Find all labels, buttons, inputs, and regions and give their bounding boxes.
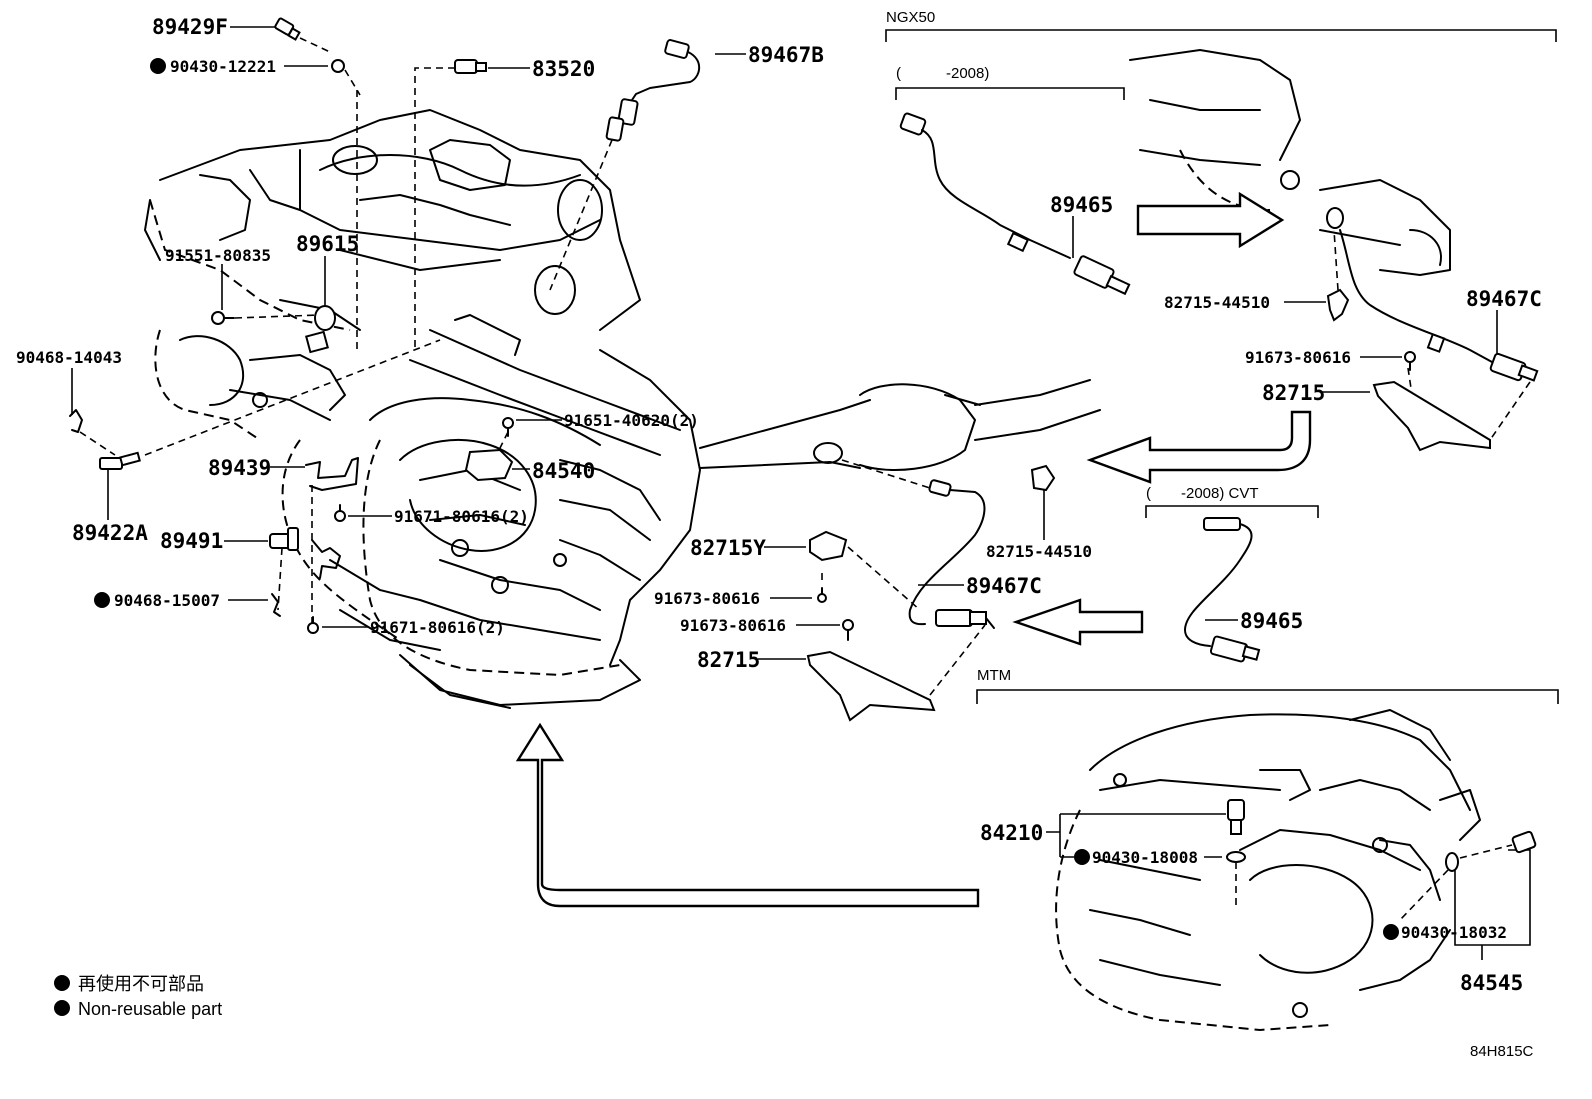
- part-90468-14043[interactable]: [69, 409, 83, 433]
- part-89439[interactable]: [305, 457, 359, 491]
- label-89422A[interactable]: 89422A: [72, 521, 148, 545]
- part-82715Y[interactable]: [809, 530, 848, 562]
- part-82715-44510-a[interactable]: [1030, 464, 1056, 492]
- part-89465-a[interactable]: [899, 112, 1131, 296]
- label-91673-80616-a[interactable]: 91673-80616: [654, 589, 760, 608]
- label-82715-b[interactable]: 82715: [1262, 381, 1325, 405]
- label-89467C-a[interactable]: 89467C: [966, 574, 1042, 598]
- section-range-2008: ( -2008): [895, 65, 1125, 100]
- part-89422A[interactable]: [99, 451, 141, 470]
- label-91673-80616-c[interactable]: 91673-80616: [1245, 348, 1351, 367]
- part-91671-80616-b[interactable]: [307, 616, 319, 634]
- mtm-transmission-illustration: [1055, 709, 1481, 1032]
- section-range-2008-label: ( -2008): [896, 65, 989, 82]
- label-91673-80616-b[interactable]: 91673-80616: [680, 616, 786, 635]
- label-90430-18008[interactable]: 90430-18008: [1092, 848, 1198, 867]
- label-91651-40620[interactable]: 91651-40620(2): [564, 411, 699, 430]
- label-90430-18032[interactable]: 90430-18032: [1401, 923, 1507, 942]
- arrow-mtm-to-engine: [515, 722, 980, 908]
- part-90430-18008[interactable]: [1226, 851, 1246, 863]
- part-83520[interactable]: [454, 59, 487, 74]
- label-89465-b[interactable]: 89465: [1240, 609, 1303, 633]
- label-89615[interactable]: 89615: [296, 232, 359, 256]
- label-82715-44510-a[interactable]: 82715-44510: [986, 542, 1092, 561]
- part-90430-18032[interactable]: [1445, 852, 1459, 872]
- part-89467C-b[interactable]: [1339, 229, 1539, 382]
- arrow-to-exhaust-from-cvt: [1012, 598, 1144, 646]
- part-90468-15007[interactable]: [271, 593, 281, 617]
- label-84540[interactable]: 84540: [532, 459, 595, 483]
- label-91671-80616-a[interactable]: 91671-80616(2): [394, 507, 529, 526]
- label-84545[interactable]: 84545: [1460, 971, 1523, 995]
- non-reusable-dot: [1074, 849, 1090, 865]
- label-89491[interactable]: 89491: [160, 529, 223, 553]
- legend: 再使用不可部品 Non-reusable part: [54, 974, 222, 1019]
- label-82715-a[interactable]: 82715: [697, 648, 760, 672]
- illustration-id: 84H815C: [1470, 1043, 1534, 1060]
- part-82715-b[interactable]: [1372, 380, 1491, 452]
- arrow-inside-ngx50: [1136, 191, 1285, 249]
- leader-lines: [71, 26, 1531, 960]
- part-82715-a[interactable]: [806, 650, 936, 722]
- non-reusable-dot: [150, 58, 166, 74]
- label-89467B[interactable]: 89467B: [748, 43, 824, 67]
- legend-dot-jp: [54, 975, 70, 991]
- part-84210[interactable]: [1227, 799, 1245, 835]
- label-91671-80616-b[interactable]: 91671-80616(2): [370, 618, 505, 637]
- section-mtm-label: MTM: [977, 667, 1011, 684]
- label-84210[interactable]: 84210: [980, 821, 1043, 845]
- label-90468-14043[interactable]: 90468-14043: [16, 348, 122, 367]
- legend-dot-en: [54, 1000, 70, 1016]
- arrow-to-exhaust-from-ngx50: [1086, 410, 1312, 484]
- part-82715-44510-b[interactable]: [1326, 288, 1350, 322]
- part-labels: 89429F 90430-12221 83520 89467B 91551-80…: [16, 15, 1542, 995]
- part-89465-b[interactable]: [1184, 517, 1261, 663]
- part-91671-80616-a[interactable]: [334, 504, 346, 522]
- section-range-2008-cvt: ( -2008) CVT: [1145, 485, 1319, 518]
- section-range-2008-cvt-label: ( -2008) CVT: [1146, 485, 1259, 502]
- label-89467C-b[interactable]: 89467C: [1466, 287, 1542, 311]
- part-89429F[interactable]: [274, 17, 301, 41]
- label-82715Y[interactable]: 82715Y: [690, 536, 766, 560]
- non-reusable-dot: [94, 592, 110, 608]
- legend-jp-text: 再使用不可部品: [78, 974, 204, 994]
- non-reusable-markers: [94, 58, 1399, 940]
- part-84540[interactable]: [464, 448, 514, 482]
- part-90430-12221[interactable]: [331, 59, 345, 73]
- ngx50-exhaust-illustration: [1129, 49, 1451, 276]
- section-mtm: MTM: [976, 667, 1559, 704]
- part-91673-80616-c[interactable]: [1404, 351, 1416, 371]
- label-89465-a[interactable]: 89465: [1050, 193, 1113, 217]
- engine-transaxle-illustration: [144, 109, 701, 709]
- exhaust-pipe-illustration: [699, 379, 1101, 471]
- label-91551-80835[interactable]: 91551-80835: [165, 246, 271, 265]
- label-90468-15007[interactable]: 90468-15007: [114, 591, 220, 610]
- part-91551-80835[interactable]: [211, 311, 235, 325]
- label-90430-12221[interactable]: 90430-12221: [170, 57, 276, 76]
- label-89429F[interactable]: 89429F: [152, 15, 228, 39]
- part-89615[interactable]: [305, 305, 336, 354]
- part-84545[interactable]: [1511, 830, 1537, 854]
- section-ngx50: NGX50: [885, 9, 1557, 42]
- part-91673-80616-b[interactable]: [842, 619, 854, 641]
- label-82715-44510-b[interactable]: 82715-44510: [1164, 293, 1270, 312]
- part-89491[interactable]: [269, 527, 341, 579]
- part-91673-80616-a[interactable]: [817, 587, 827, 603]
- non-reusable-dot: [1383, 924, 1399, 940]
- part-89467C-a[interactable]: [908, 479, 995, 629]
- legend-en-text: Non-reusable part: [78, 999, 222, 1019]
- part-89467B[interactable]: [605, 39, 701, 142]
- label-89439[interactable]: 89439: [208, 456, 271, 480]
- section-ngx50-label: NGX50: [886, 9, 935, 26]
- label-83520[interactable]: 83520: [532, 57, 595, 81]
- part-symbols: [69, 17, 1539, 872]
- part-91651-40620[interactable]: [502, 417, 514, 437]
